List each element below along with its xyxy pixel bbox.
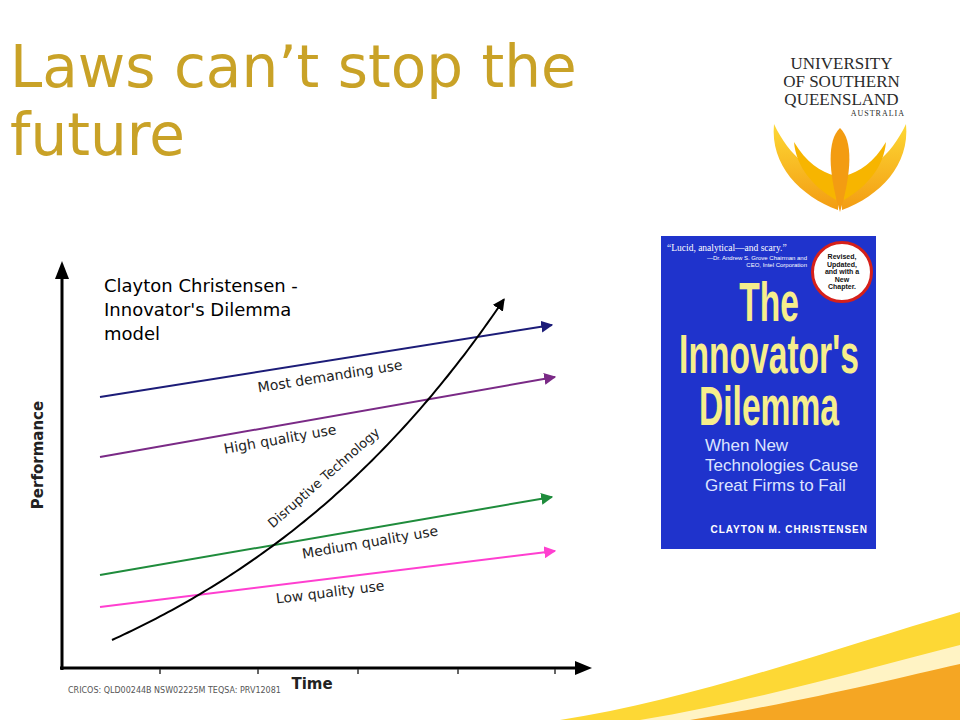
book-title: The Innovator's Dilemma bbox=[673, 276, 865, 432]
series-label: Most demanding use bbox=[256, 356, 403, 397]
phoenix-wing bbox=[774, 124, 838, 210]
swoosh-band bbox=[640, 645, 960, 720]
cover-quote: “Lucid, analytical—and scary.” bbox=[667, 243, 787, 254]
slide-title: Laws can’t stop the future bbox=[10, 33, 630, 169]
axis-label: Performance bbox=[29, 401, 48, 509]
phoenix-feather bbox=[794, 142, 836, 200]
axis-tick bbox=[257, 669, 259, 674]
chart-title: Clayton Christensen - Innovator's Dilemm… bbox=[104, 274, 344, 346]
axis-tick bbox=[159, 669, 161, 674]
phoenix-wing bbox=[842, 124, 906, 210]
high-quality-line bbox=[100, 377, 555, 457]
performance-chart bbox=[55, 261, 592, 675]
revised-badge: Revised, Updated, and with a New Chapter… bbox=[811, 241, 873, 303]
axis-tick bbox=[457, 669, 459, 674]
logo-text: QUEENSLAND bbox=[775, 91, 908, 109]
book-cover: Revised, Updated, and with a New Chapter… bbox=[661, 236, 876, 549]
y-axis bbox=[61, 276, 64, 670]
swoosh-band bbox=[560, 612, 960, 720]
axis-tick bbox=[554, 669, 556, 674]
logo-text: UNIVERSITY bbox=[775, 55, 908, 73]
footer-note: CRICOS: QLD00244B NSW02225M TEQSA: PRV12… bbox=[68, 686, 281, 696]
logo-text: AUSTRALIA bbox=[835, 109, 905, 119]
medium-quality-line bbox=[100, 497, 552, 575]
badge-circle bbox=[813, 243, 872, 302]
axis-label: Time bbox=[291, 675, 332, 694]
axis-arrow-head bbox=[575, 661, 592, 675]
most-demanding-line bbox=[100, 325, 552, 397]
disruptive-technology-curve bbox=[112, 299, 504, 640]
badge-text: Revised, Updated, and with a New Chapter… bbox=[822, 253, 862, 291]
axis-tick bbox=[357, 669, 359, 674]
low-quality-line bbox=[100, 551, 555, 607]
x-axis bbox=[60, 667, 578, 670]
logo-text: OF SOUTHERN bbox=[775, 73, 908, 91]
phoenix-body bbox=[831, 128, 850, 212]
phoenix-feather bbox=[844, 142, 886, 200]
book-author: CLAYTON M. CHRISTENSEN bbox=[669, 524, 868, 536]
series-label: Low quality use bbox=[275, 576, 386, 607]
swoosh-band bbox=[690, 664, 960, 720]
axis-arrow-head bbox=[55, 261, 69, 279]
corner-swoosh bbox=[560, 612, 960, 720]
book-subtitle: When New Technologies Cause Great Firms … bbox=[705, 436, 865, 496]
phoenix-logo bbox=[774, 124, 907, 212]
quote-attribution: —Dr. Andrew S. Grove Chairman and CEO, I… bbox=[697, 255, 807, 269]
